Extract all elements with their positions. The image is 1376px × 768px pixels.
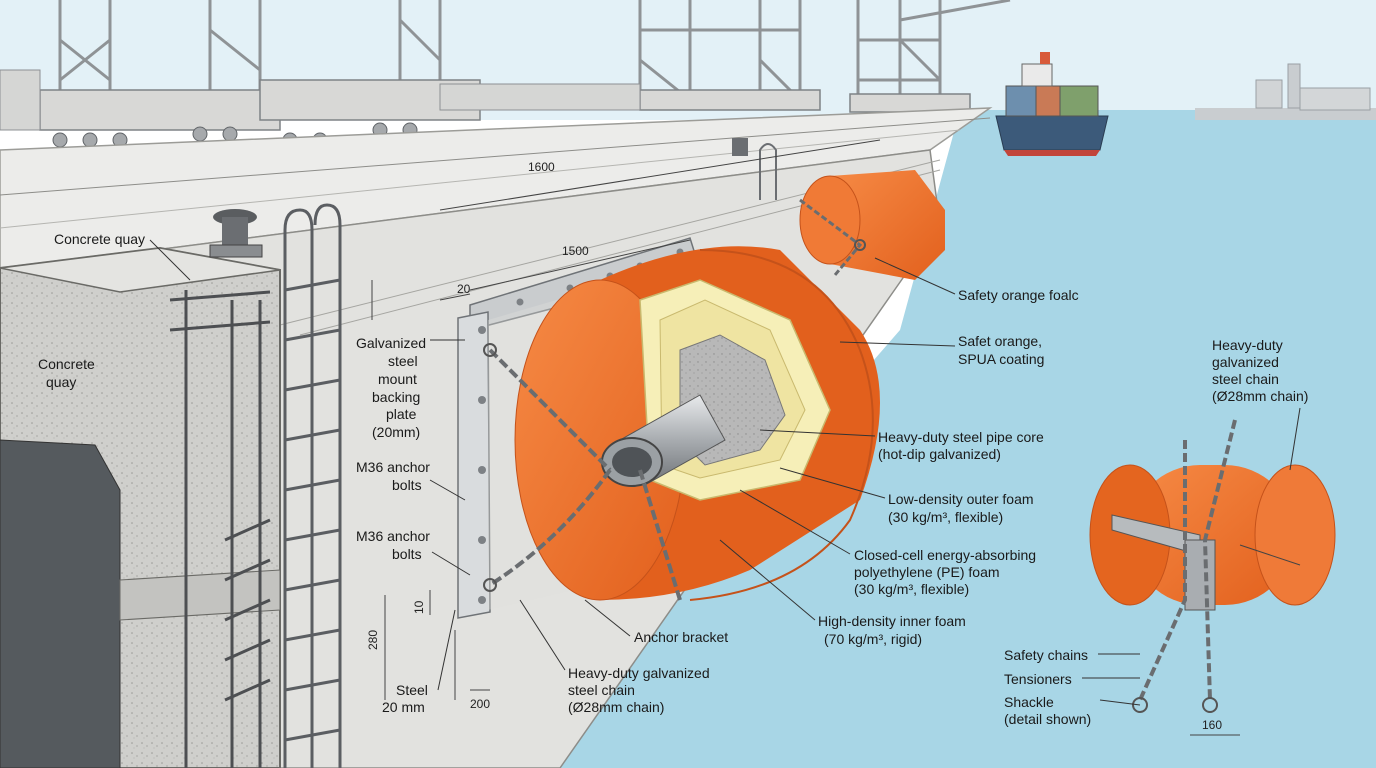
bollard	[209, 209, 263, 258]
crane-bases	[39, 79, 971, 131]
label-outer-foam-1: Low-density outer foam	[888, 491, 1034, 507]
label-pe-foam-1: Closed-cell energy-absorbing	[854, 547, 1037, 563]
label-chain-main-3: (Ø28mm chain)	[568, 699, 665, 715]
container-ship	[995, 52, 1109, 156]
dimension-lines	[371, 139, 1301, 736]
distant-buildings	[1195, 108, 1376, 120]
label-chain-detail-4: (Ø28mm chain)	[1212, 388, 1309, 404]
label-pe-foam-2: polyethylene (PE) foam	[854, 564, 1000, 580]
dim-1500: 1500	[562, 244, 589, 258]
label-pipe-core-2: (hot-dip galvanized)	[878, 446, 1001, 462]
quay-opening	[0, 439, 121, 768]
label-shackle-2: (detail shown)	[1004, 711, 1092, 727]
dim-160: 160	[1202, 718, 1223, 732]
water	[560, 110, 1376, 768]
detail-fender	[1089, 419, 1336, 713]
label-concrete-quay-side-2: quay	[46, 374, 77, 390]
label-concrete-quay-top: Concrete quay	[54, 231, 146, 247]
rear-fender	[799, 170, 945, 280]
leader-lines	[149, 239, 1301, 706]
label-chain-detail-1: Heavy-duty	[1212, 337, 1283, 353]
container-stacks	[439, 83, 641, 111]
bollard-rear	[732, 138, 748, 156]
label-anchor-bracket: Anchor bracket	[634, 629, 729, 645]
label-backing-plate-4: backing	[372, 389, 421, 405]
label-concrete-quay-side-1: Concrete	[38, 356, 95, 372]
label-chain-detail-2: galvanized	[1212, 354, 1279, 370]
main-fender	[514, 246, 880, 601]
dim-200: 200	[470, 697, 491, 711]
dim-1600: 1600	[528, 160, 555, 174]
label-anchor-bolts-a-2: bolts	[392, 477, 422, 493]
label-steel-2: 20 mm	[382, 699, 425, 715]
label-safety-chains: Safety chains	[1004, 647, 1089, 663]
label-steel-1: Steel	[396, 682, 428, 698]
label-backing-plate-3: mount	[378, 371, 417, 387]
label-pe-foam-3: (30 kg/m³, flexible)	[854, 581, 970, 597]
label-shackle-1: Shackle	[1004, 694, 1054, 710]
label-pipe-core-1: Heavy-duty steel pipe core	[878, 429, 1044, 445]
concrete-cutaway	[0, 246, 281, 768]
label-anchor-bolts-b-1: M36 anchor	[356, 528, 430, 544]
label-anchor-bolts-b-2: bolts	[392, 546, 422, 562]
label-backing-plate-5: plate	[386, 406, 417, 422]
rebar	[169, 290, 271, 768]
dim-10: 10	[412, 600, 426, 614]
ladder	[283, 203, 342, 768]
label-tensioners: Tensioners	[1004, 671, 1072, 687]
label-coating-1: Safet orange,	[958, 333, 1043, 349]
pipe-core	[601, 394, 726, 487]
label-backing-plate-2: steel	[388, 353, 418, 369]
label-coating-2: SPUA coating	[958, 351, 1045, 367]
label-backing-plate-6: (20mm)	[372, 424, 421, 440]
label-chain-main-2: steel chain	[568, 682, 635, 698]
ladder-rear	[759, 143, 777, 200]
label-inner-foam-2: (70 kg/m³, rigid)	[824, 631, 923, 647]
label-backing-plate-1: Galvanized	[356, 335, 427, 351]
dim-20: 20	[457, 282, 471, 296]
label-inner-foam-1: High-density inner foam	[818, 613, 966, 629]
label-outer-foam-2: (30 kg/m³, flexible)	[888, 509, 1004, 525]
label-anchor-bolts-a-1: M36 anchor	[356, 459, 430, 475]
main-chain	[488, 348, 682, 601]
label-safety-foam: Safety orange foalc	[958, 287, 1079, 303]
label-chain-main-1: Heavy-duty galvanized	[568, 665, 710, 681]
dim-280: 280	[366, 629, 380, 650]
gantry-cranes	[58, 0, 1011, 120]
label-chain-detail-3: steel chain	[1212, 371, 1279, 387]
